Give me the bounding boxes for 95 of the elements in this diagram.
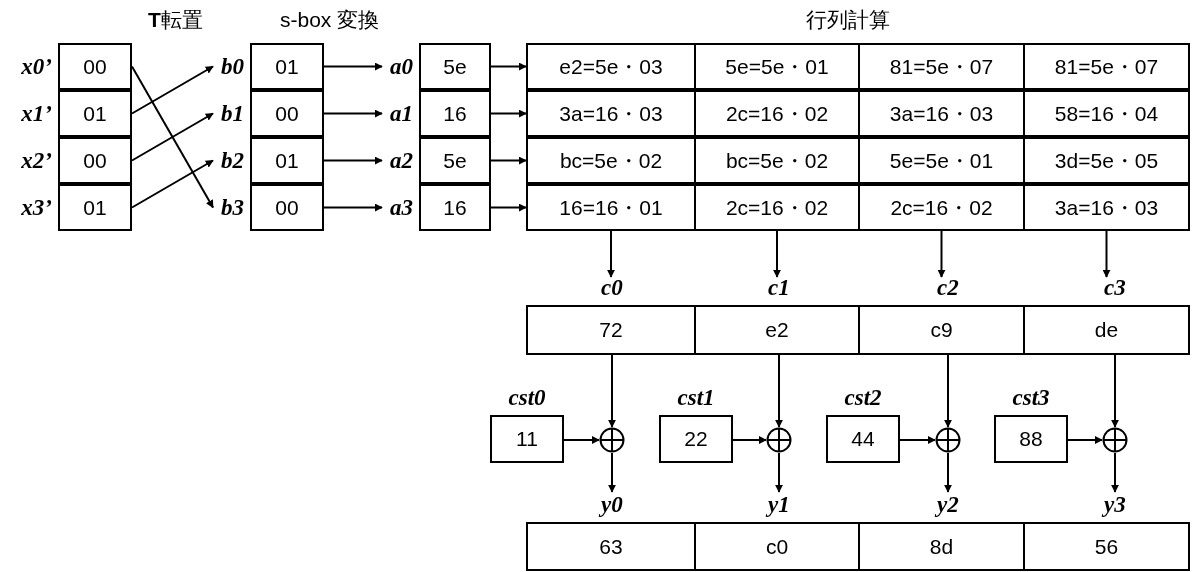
value-cell: 5e=5e・01 — [858, 137, 1025, 184]
xor-symbol — [935, 427, 961, 453]
section-title: T転置 — [148, 8, 203, 32]
variable-label: b0 — [221, 53, 244, 80]
arrow — [323, 109, 383, 118]
value-cell: 88 — [994, 415, 1068, 463]
value-cell: 01 — [250, 137, 324, 184]
variable-label: x0’ — [21, 53, 52, 80]
arrow — [607, 230, 615, 278]
variable-label: x3’ — [21, 194, 52, 221]
arrow — [131, 65, 214, 209]
arrow — [1111, 452, 1119, 493]
value-cell: 00 — [250, 184, 324, 231]
value-cell: 3a=16・03 — [858, 90, 1025, 137]
variable-label: a1 — [390, 100, 413, 127]
value-cell: 00 — [250, 90, 324, 137]
variable-label: x2’ — [21, 147, 52, 174]
value-cell: 3a=16・03 — [526, 90, 696, 137]
arrow — [131, 112, 214, 162]
arrow — [490, 156, 527, 165]
arrow — [323, 62, 383, 71]
value-cell: 11 — [490, 415, 564, 463]
value-cell: 44 — [826, 415, 900, 463]
arrow — [490, 109, 527, 118]
arrow — [490, 62, 527, 71]
value-cell: 63 — [526, 522, 696, 571]
arrow — [773, 230, 781, 278]
variable-label: cst2 — [844, 385, 882, 411]
value-cell: 2c=16・02 — [694, 184, 860, 231]
section-title: s-box 変換 — [280, 8, 380, 32]
value-cell: 01 — [250, 43, 324, 90]
arrow — [1111, 354, 1119, 428]
arrow — [131, 159, 214, 209]
value-cell: 01 — [58, 184, 132, 231]
value-cell: c0 — [694, 522, 860, 571]
arrow — [323, 203, 383, 212]
value-cell: 81=5e・07 — [1023, 43, 1190, 90]
value-cell: 5e — [419, 43, 491, 90]
variable-label: a2 — [390, 147, 413, 174]
variable-label: b2 — [221, 147, 244, 174]
value-cell: 8d — [858, 522, 1025, 571]
variable-label: cst1 — [677, 385, 715, 411]
value-cell: 3d=5e・05 — [1023, 137, 1190, 184]
value-cell: 3a=16・03 — [1023, 184, 1190, 231]
value-cell: 16 — [419, 90, 491, 137]
section-title: 行列計算 — [806, 8, 890, 32]
variable-label: b3 — [221, 194, 244, 221]
arrow — [937, 230, 946, 278]
xor-symbol — [1102, 427, 1128, 453]
value-cell: 56 — [1023, 522, 1190, 571]
value-cell: 00 — [58, 137, 132, 184]
variable-label: a3 — [390, 194, 413, 221]
arrow — [563, 436, 600, 444]
arrow — [1102, 230, 1111, 278]
variable-label: cst0 — [508, 385, 546, 411]
arrow — [944, 354, 952, 428]
value-cell: bc=5e・02 — [694, 137, 860, 184]
variable-label: cst3 — [1012, 385, 1050, 411]
value-cell: 2c=16・02 — [858, 184, 1025, 231]
arrow — [1067, 436, 1103, 444]
variable-label: c3 — [1104, 275, 1126, 301]
value-cell: 81=5e・07 — [858, 43, 1025, 90]
value-cell: 2c=16・02 — [694, 90, 860, 137]
value-cell: 5e=5e・01 — [694, 43, 860, 90]
variable-label: c2 — [937, 275, 959, 301]
xor-symbol — [599, 427, 625, 453]
value-cell: 16=16・01 — [526, 184, 696, 231]
value-cell: 01 — [58, 90, 132, 137]
variable-label: c0 — [601, 275, 623, 301]
value-cell: 5e — [419, 137, 491, 184]
value-cell: 58=16・04 — [1023, 90, 1190, 137]
value-cell: c9 — [858, 305, 1025, 355]
value-cell: bc=5e・02 — [526, 137, 696, 184]
value-cell: 16 — [419, 184, 491, 231]
variable-label: b1 — [221, 100, 244, 127]
value-cell: de — [1023, 305, 1190, 355]
variable-label: c1 — [768, 275, 790, 301]
arrow — [775, 354, 783, 428]
value-cell: 72 — [526, 305, 696, 355]
value-cell: e2 — [694, 305, 860, 355]
arrow — [131, 65, 214, 115]
variable-label: x1’ — [21, 100, 52, 127]
arrow — [899, 436, 936, 444]
xor-symbol — [766, 427, 792, 453]
variable-label: a0 — [390, 53, 413, 80]
arrow — [323, 156, 383, 165]
value-cell: e2=5e・03 — [526, 43, 696, 90]
arrow — [944, 452, 952, 493]
arrow — [608, 354, 616, 428]
arrow — [490, 203, 527, 212]
arrow — [775, 452, 783, 493]
value-cell: 00 — [58, 43, 132, 90]
value-cell: 22 — [659, 415, 733, 463]
arrow — [732, 436, 767, 444]
arrow — [608, 452, 616, 493]
